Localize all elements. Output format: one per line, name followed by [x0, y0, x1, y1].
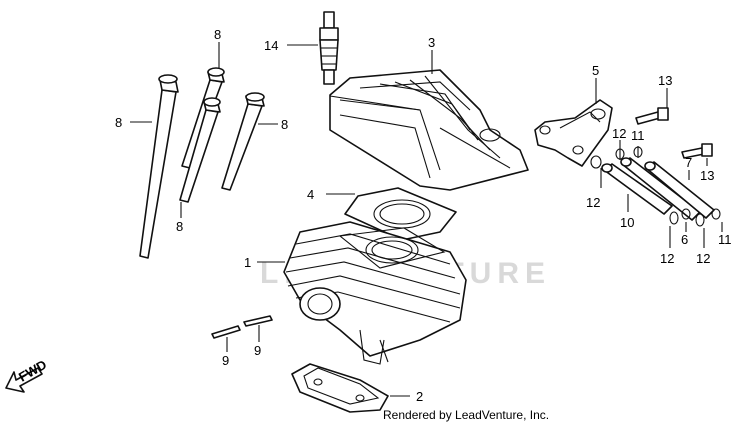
callout-8-bottom: 8 — [176, 219, 183, 234]
leader-lines — [130, 42, 723, 397]
callout-2: 2 — [416, 389, 423, 404]
callout-8-top: 8 — [214, 27, 221, 42]
credit-text: Rendered by LeadVenture, Inc. — [383, 408, 550, 422]
callout-12-bottom-right: 12 — [696, 251, 710, 266]
dowel-pins — [211, 315, 273, 339]
callout-5: 5 — [592, 63, 599, 78]
callout-6: 6 — [681, 232, 688, 247]
fwd-arrow: FWD — [5, 357, 49, 393]
callout-4: 4 — [307, 187, 314, 202]
callout-3: 3 — [428, 35, 435, 50]
intake-manifold — [534, 99, 613, 167]
callout-12-bottom-left: 12 — [660, 251, 674, 266]
callout-9-right: 9 — [254, 343, 261, 358]
cylinder — [283, 221, 467, 365]
callout-1: 1 — [244, 255, 251, 270]
callout-9-left: 9 — [222, 353, 229, 368]
callout-13-right: 13 — [700, 168, 714, 183]
spark-plug — [319, 11, 339, 85]
base-gasket — [291, 363, 389, 413]
callout-14: 14 — [264, 38, 278, 53]
callout-12-left: 12 — [586, 195, 600, 210]
fwd-label: FWD — [16, 357, 49, 385]
cylinder-head — [329, 69, 529, 191]
callout-8-right: 8 — [281, 117, 288, 132]
stud-bolts — [139, 67, 265, 259]
callout-13-top: 13 — [658, 73, 672, 88]
tubes — [601, 157, 715, 221]
bolts-13 — [635, 107, 713, 159]
callout-10: 10 — [620, 215, 634, 230]
callout-12-top: 12 — [612, 126, 626, 141]
callout-7: 7 — [685, 155, 692, 170]
callout-11-top: 11 — [631, 128, 645, 143]
callout-numbers: 14 3 5 13 13 7 8 8 8 8 4 1 2 9 9 10 12 1… — [115, 27, 732, 404]
callout-11-right: 11 — [718, 232, 732, 247]
callout-8-left: 8 — [115, 115, 122, 130]
